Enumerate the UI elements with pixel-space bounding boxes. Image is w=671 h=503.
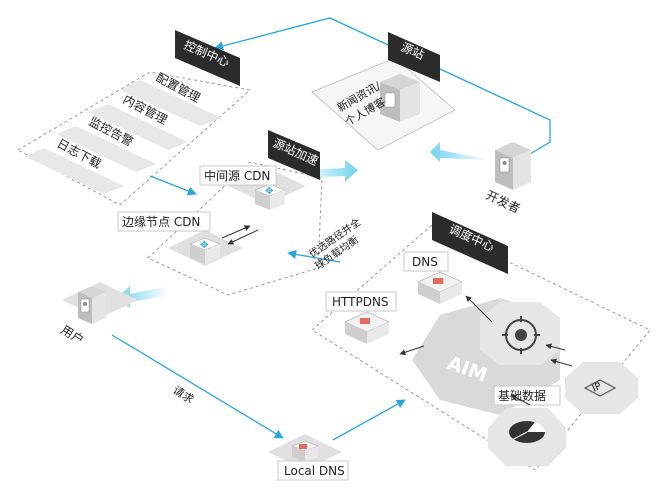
origin-server-icon bbox=[380, 74, 420, 122]
acceleration-header bbox=[268, 130, 320, 180]
developer-label: 开发者 bbox=[484, 187, 523, 216]
cdn-link-up-arrow bbox=[221, 225, 251, 239]
control-center-region bbox=[16, 71, 252, 206]
httpdns-icon bbox=[360, 318, 370, 324]
base-data-icon bbox=[509, 421, 546, 443]
dispatch-internal-arrows bbox=[399, 295, 573, 406]
mid-cdn-label: 中间源 CDN bbox=[204, 168, 270, 183]
localdns-to-dispatch-line bbox=[332, 399, 406, 441]
control-to-edge-line bbox=[149, 175, 197, 196]
ip-icon: IP bbox=[583, 379, 617, 397]
developer: 开发者 bbox=[484, 142, 531, 216]
dns-label: DNS bbox=[412, 255, 438, 269]
ip-label: IP bbox=[591, 381, 604, 395]
optimal-route-label: 优选路径并全 球负载均衡 bbox=[306, 215, 363, 272]
dispatch-to-cdn-line bbox=[287, 249, 341, 263]
dns-icon bbox=[433, 278, 443, 284]
origin-header bbox=[388, 32, 440, 82]
request-label: 请求 bbox=[170, 384, 196, 407]
local-dns-label: Local DNS bbox=[284, 464, 345, 478]
ip-hex bbox=[565, 362, 638, 414]
base-data-label-box: 基础数据 bbox=[493, 385, 561, 406]
local-dns[interactable]: Local DNS bbox=[268, 434, 349, 481]
developer-to-control-line bbox=[214, 17, 551, 161]
edge-cdn-label-box: 边缘节点 CDN bbox=[117, 211, 211, 232]
base-data-label: 基础数据 bbox=[498, 388, 546, 403]
dispatch-center: 调度中心 AIM IP 基础数据 bbox=[325, 212, 638, 466]
httpdns-node[interactable]: HTTPDNS bbox=[325, 291, 397, 344]
edge-cdn-icon: ✥ bbox=[200, 240, 208, 251]
control-center-header bbox=[175, 30, 240, 86]
local-dns-icon bbox=[299, 444, 307, 449]
mid-cdn-icon: ✥ bbox=[265, 186, 273, 197]
user-request-line bbox=[111, 334, 284, 439]
developer-icon bbox=[495, 142, 531, 190]
dispatch-header bbox=[432, 212, 508, 274]
dns-node[interactable]: DNS bbox=[403, 251, 463, 304]
user-label: 用户 bbox=[58, 322, 86, 347]
acceleration-cluster: 源站加速 ✥ 中间源 CDN ✥ 边缘节点 CDN bbox=[117, 130, 320, 266]
edge-cdn-node[interactable]: ✥ bbox=[168, 230, 243, 266]
httpdns-label: HTTPDNS bbox=[332, 295, 389, 309]
developer-to-origin-arrow bbox=[430, 142, 490, 162]
user-icon bbox=[78, 286, 106, 324]
target-icon bbox=[502, 316, 540, 354]
edge-cdn-label: 边缘节点 CDN bbox=[122, 215, 200, 229]
mid-cdn-node[interactable]: ✥ bbox=[228, 168, 306, 210]
mid-cdn-label-box: 中间源 CDN bbox=[199, 165, 277, 186]
cdn-link-down-arrow bbox=[227, 229, 259, 245]
flow-lines bbox=[111, 17, 551, 441]
